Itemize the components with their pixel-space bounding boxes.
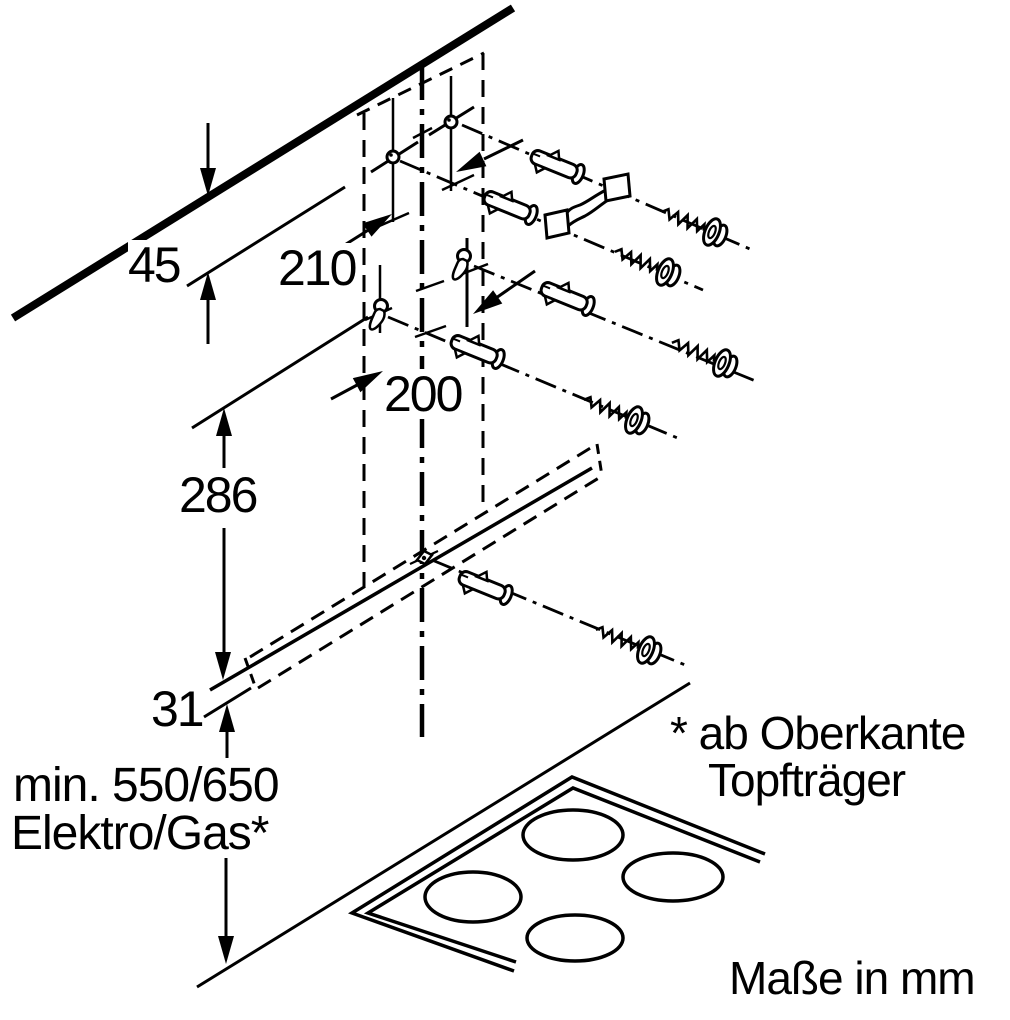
drill-hole-pin <box>447 118 451 122</box>
upper-holes-level-line <box>186 185 346 288</box>
support-rail <box>203 442 604 719</box>
drill-hole-icon <box>443 114 459 130</box>
burner-icon <box>621 851 725 903</box>
dimension-286 <box>215 408 232 680</box>
dimension-200 <box>330 269 536 401</box>
dimension-label-45: 45 <box>128 237 182 293</box>
countertop-level-line <box>196 681 691 989</box>
hood-bottom-level-line <box>203 686 252 719</box>
screw-icon <box>608 236 686 293</box>
rail-bottom-edge <box>257 474 603 690</box>
rail-right-cap <box>595 443 604 477</box>
wall-anchor-icon <box>453 561 518 612</box>
wall-edge-line <box>10 4 516 322</box>
footnote-line1: * ab Oberkante <box>670 707 966 759</box>
burner-icon <box>423 870 523 924</box>
units-note: Maße in mm <box>729 952 976 1004</box>
dimension-label-200: 200 <box>384 366 463 422</box>
hole-bottom-tick <box>376 211 410 229</box>
chimney-bracket-icon <box>543 172 632 240</box>
projection-line <box>473 264 759 384</box>
rail-left-cap <box>243 657 257 687</box>
cooktop-inner-border <box>363 786 761 964</box>
lower-hanging-hooks <box>364 238 489 333</box>
cooktop <box>347 775 766 973</box>
wall-anchor-icon <box>478 181 543 232</box>
burner-icon <box>525 913 625 963</box>
hook-icon <box>368 298 389 331</box>
dimension-label-210: 210 <box>278 240 357 296</box>
drill-hole-pin <box>389 153 393 157</box>
upper-drill-holes <box>370 76 475 229</box>
footnote-line2: Topfträger <box>708 754 906 806</box>
drill-hole-icon <box>385 149 401 165</box>
hole-bottom-tick <box>441 173 475 192</box>
projection-line <box>387 315 681 441</box>
wall-anchor-icon <box>535 272 600 323</box>
burner-icon <box>521 808 625 862</box>
hook-icon <box>451 248 472 281</box>
min-clearance-sub-label: Elektro/Gas* <box>11 807 269 860</box>
dimension-min-clearance <box>218 704 235 964</box>
mounting-screws <box>577 196 743 671</box>
wall-anchor-icon <box>525 140 590 191</box>
dimension-label-31: 31 <box>151 681 205 737</box>
lower-holes-level-line <box>191 315 369 430</box>
cooktop-outer-border <box>347 775 766 973</box>
screw-icon <box>665 327 743 384</box>
hood-lower-edge-line <box>209 466 593 692</box>
centerline-ticks <box>412 126 447 339</box>
dimension-label-286: 286 <box>179 467 258 523</box>
dimension-45 <box>200 123 216 344</box>
min-clearance-label: min. 550/650 <box>13 759 280 812</box>
rail-center-hole <box>409 549 439 566</box>
